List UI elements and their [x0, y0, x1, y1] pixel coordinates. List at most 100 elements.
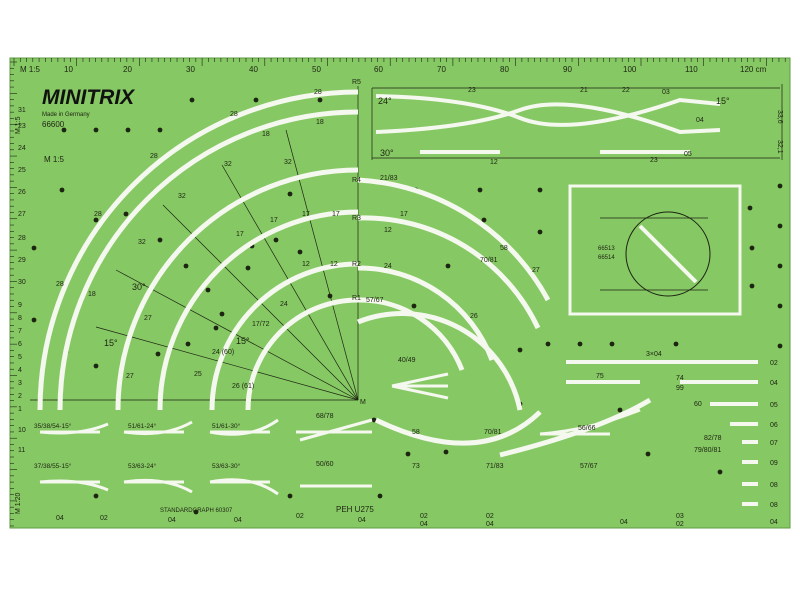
crossover-slot — [375, 102, 721, 135]
curve-label: 24 — [280, 301, 288, 308]
straight-code: 08 — [770, 502, 778, 509]
turntable-outline: 66513 66514 — [568, 184, 742, 316]
left-ruler-label: 7 — [18, 328, 22, 335]
straight-label: 79/80/81 — [694, 447, 721, 454]
punch-hole — [545, 341, 551, 347]
switch-slot — [539, 408, 641, 436]
curve-label: 32 — [178, 193, 186, 200]
curve-label: 17 — [236, 231, 244, 238]
curve-slot-r5-inner — [57, 109, 359, 411]
top-ruler-label: 100 — [623, 65, 637, 74]
straight-code: 02 — [676, 521, 684, 528]
punch-hole — [747, 205, 753, 211]
punch-hole — [777, 183, 783, 189]
switch-label: 12 — [490, 159, 498, 166]
punch-hole — [193, 509, 199, 515]
punch-hole — [749, 245, 755, 251]
switch-row-1: 35/38/54-15° 51/61-24° 51/61-30° — [34, 422, 241, 430]
punch-hole — [123, 211, 129, 217]
radius-label: R5 — [352, 79, 361, 86]
top-ruler-label: 110 — [685, 65, 698, 74]
radius-label: M — [360, 399, 366, 406]
punch-hole — [777, 223, 783, 229]
left-ruler-label: 26 — [18, 189, 26, 196]
curve-label: 24 (60) — [212, 349, 234, 356]
curve-slot-outer-right — [357, 311, 523, 411]
top-ruler-label: 90 — [563, 65, 572, 74]
crossover-cutouts — [375, 94, 721, 154]
left-ruler-label: 5 — [18, 354, 22, 361]
punch-hole — [185, 341, 191, 347]
curve-label: 68/78 — [316, 413, 334, 420]
curve-label: 27 — [532, 267, 540, 274]
angle-label: 30° — [380, 148, 394, 158]
left-ruler-label: 8 — [18, 315, 22, 322]
punch-hole — [93, 363, 99, 369]
curve-label: 40/49 — [398, 357, 416, 364]
punch-hole — [205, 287, 211, 293]
curve-slot-r3 — [157, 209, 359, 411]
curve-label: 26 (61) — [232, 383, 254, 390]
dimension-label: 32,1 — [776, 140, 783, 154]
switch-row-label: 37/38/55-15° — [34, 462, 72, 470]
straight-label: 75 — [596, 373, 604, 380]
switch-slot-curve — [499, 397, 652, 458]
left-ruler-label: 2 — [18, 393, 22, 400]
curve-label: 12 — [384, 227, 392, 234]
straight-label: 74 — [676, 375, 684, 382]
punch-hole — [777, 263, 783, 269]
switch-slot — [209, 418, 279, 436]
left-ruler: 31 23 24 25 26 27 28 29 30 1 2 3 4 5 6 7… — [18, 107, 26, 454]
radius-labels: R1 R2 R3 R4 R5 M — [352, 79, 366, 406]
left-ruler-label: 3 — [18, 380, 22, 387]
left-ruler-label: 30 — [18, 279, 26, 286]
punch-hole — [411, 303, 417, 309]
straight-label: 99 — [676, 385, 684, 392]
top-ruler-label: 60 — [374, 65, 383, 74]
straight-code: 06 — [770, 422, 778, 429]
straight-code: 04 — [486, 521, 494, 528]
punch-hole — [371, 417, 377, 423]
straight-code: 04 — [358, 517, 366, 524]
angle-labels: 24° 30° 15° 15° 30° 15° — [104, 96, 730, 348]
switch-row-label: 51/61-24° — [128, 422, 157, 430]
curve-label: 28 — [56, 281, 64, 288]
switch-label: 04 — [696, 117, 704, 124]
straight-code: 07 — [770, 440, 778, 447]
curve-label: 17 — [302, 211, 310, 218]
made-in-label: Made in Germany — [42, 112, 90, 118]
left-ruler-label: 1 — [18, 406, 22, 413]
radius-label: R3 — [352, 215, 361, 222]
punch-hole — [577, 341, 583, 347]
punch-hole — [609, 341, 615, 347]
curve-slot-r1-right — [357, 297, 465, 371]
curve-slot-r4 — [115, 167, 359, 411]
curve-label: 28 — [94, 211, 102, 218]
curve-label: 17 — [332, 211, 340, 218]
maker-label: STANDARDGRAPH 60307 — [160, 508, 233, 514]
punch-hole — [537, 229, 543, 235]
top-ruler-label: 80 — [500, 65, 509, 74]
straight-code: 02 — [296, 513, 304, 520]
curve-slot-r2 — [209, 261, 359, 411]
top-ruler-label: 120 cm — [740, 65, 767, 74]
punch-hole — [287, 493, 293, 499]
straight-code: 02 — [100, 515, 108, 522]
guide-lines — [30, 84, 783, 401]
curve-label: 56/66 — [578, 425, 596, 432]
straight-code: 03 — [676, 513, 684, 520]
punch-hole — [481, 217, 487, 223]
curve-cutouts — [37, 89, 652, 458]
straight-code: 05 — [770, 402, 778, 409]
straight-code: 09 — [770, 460, 778, 467]
switch-slot — [123, 478, 193, 494]
punch-hole — [245, 265, 251, 271]
straight-code: 02 — [770, 360, 778, 367]
curve-label: 58 — [412, 429, 420, 436]
angle-label: 24° — [378, 96, 392, 106]
dimension-label: 33,6 — [776, 110, 783, 124]
top-ruler-label: M 1:5 — [20, 65, 41, 74]
angle-label: 15° — [104, 338, 118, 348]
curve-label: 12 — [330, 261, 338, 268]
